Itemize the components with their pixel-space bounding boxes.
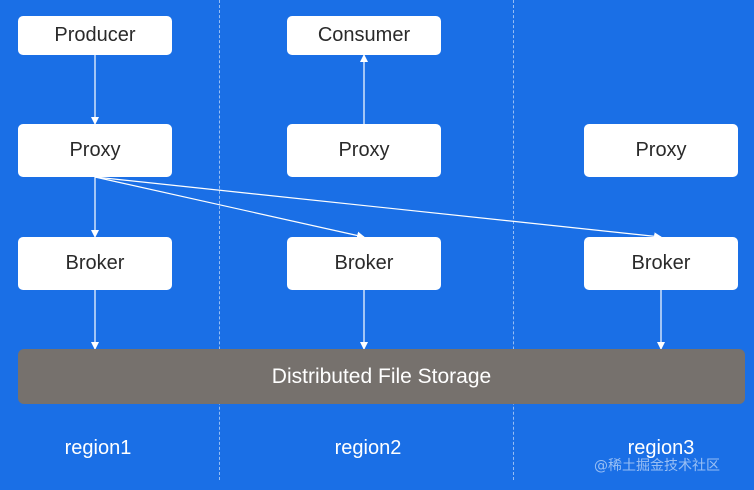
region-label-1: region1	[64, 437, 132, 459]
proxy-node-region3: Proxy	[584, 124, 738, 177]
region-divider-2	[513, 0, 514, 480]
consumer-node: Consumer	[287, 16, 441, 55]
arrow-proxy1-to-broker2	[94, 176, 365, 240]
distributed-file-storage: Distributed File Storage	[18, 349, 745, 404]
proxy-node-region2: Proxy	[287, 124, 441, 177]
region-label-2: region2	[334, 437, 402, 459]
broker-node-region1: Broker	[18, 237, 172, 290]
broker-node-region2: Broker	[287, 237, 441, 290]
watermark: @稀土掘金技术社区	[594, 458, 720, 474]
broker-node-region3: Broker	[584, 237, 738, 290]
producer-node: Producer	[18, 16, 172, 55]
arrow-proxy1-to-broker3	[94, 176, 662, 241]
region-divider-1	[219, 0, 220, 480]
proxy-node-region1: Proxy	[18, 124, 172, 177]
region-label-3: region3	[627, 437, 695, 459]
